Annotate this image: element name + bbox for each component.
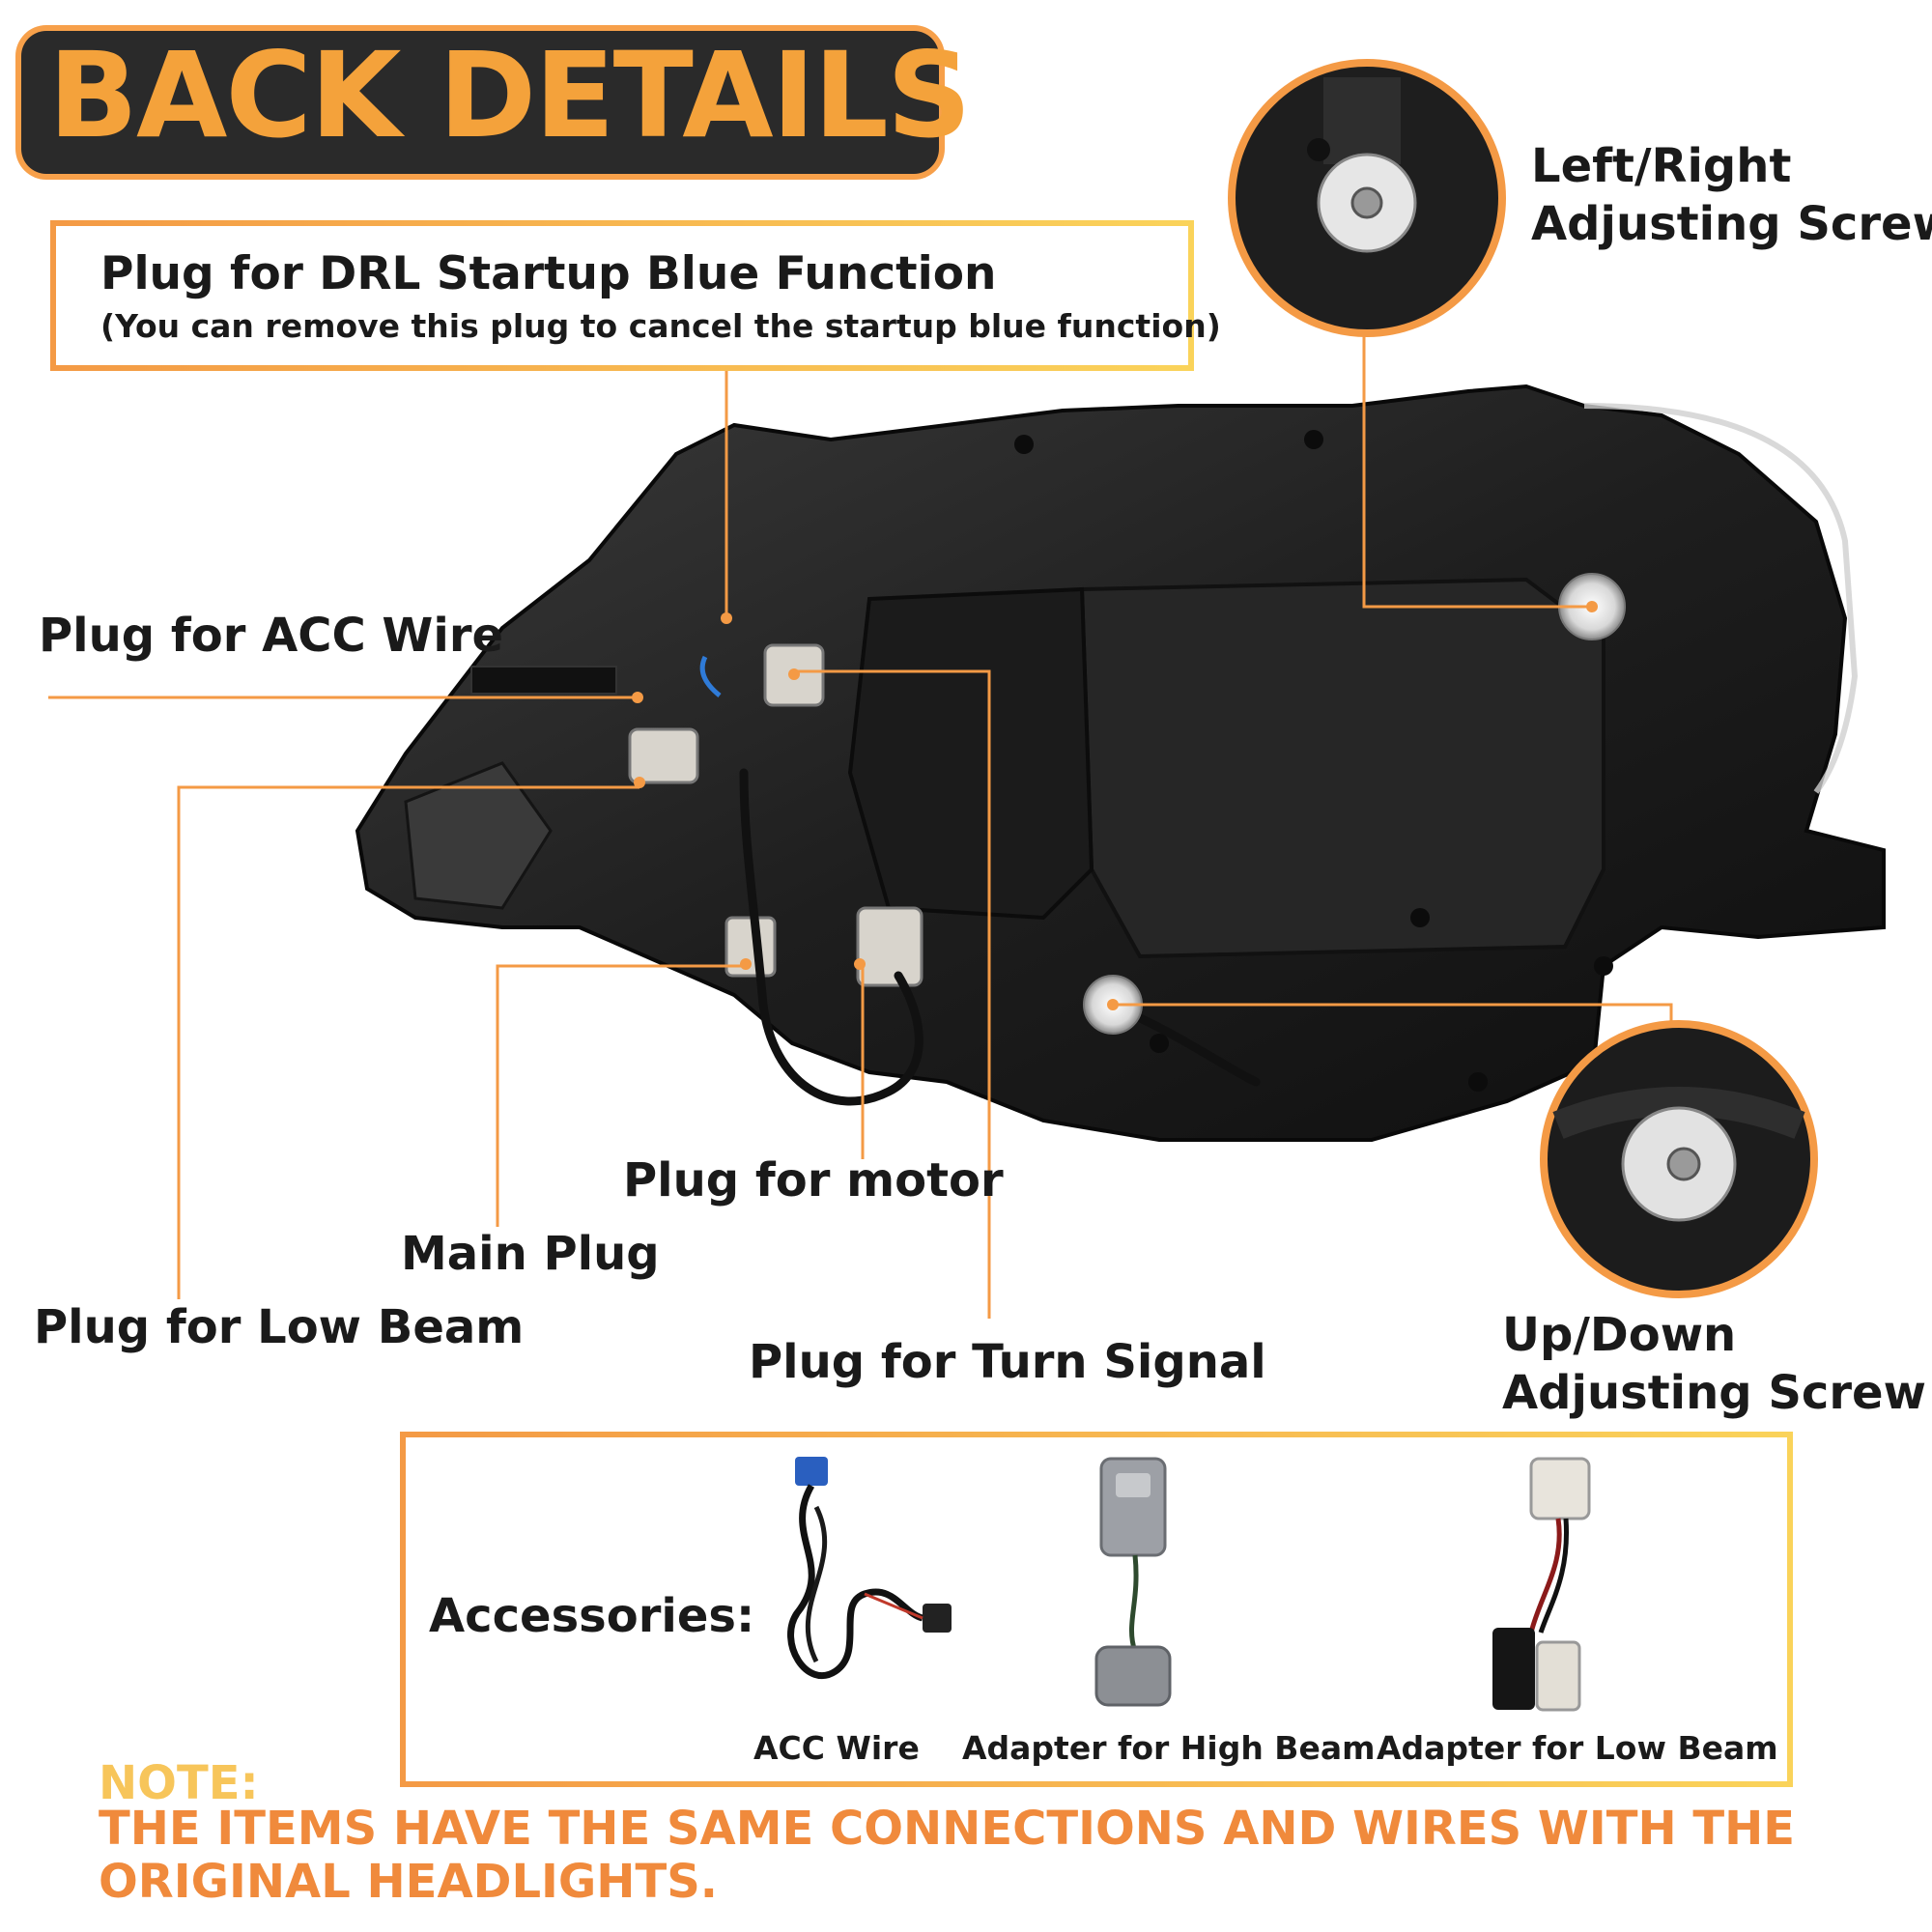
low-beam-plug-label: Plug for Low Beam: [34, 1300, 525, 1354]
up-down-screw-label: Up/Down Adjusting Screw: [1502, 1308, 1926, 1420]
drl-callout-subtitle: (You can remove this plug to cancel the …: [100, 307, 1221, 345]
low-beam-adapter-icon: [1492, 1457, 1591, 1712]
page-title: BACK DETAILS: [48, 27, 972, 164]
note-body: THE ITEMS HAVE THE SAME CONNECTIONS AND …: [99, 1802, 1796, 1910]
left-right-screw-zoom: [1228, 59, 1506, 337]
up-down-screw-zoom: [1540, 1020, 1818, 1298]
accessory-label-high-beam: Adapter for High Beam: [962, 1729, 1376, 1767]
acc-wire-plug-label: Plug for ACC Wire: [39, 609, 504, 663]
leader-lines: [48, 314, 1673, 1319]
motor-plug-label: Plug for motor: [623, 1153, 1004, 1208]
accessory-label-low-beam: Adapter for Low Beam: [1377, 1729, 1778, 1767]
title-banner: [21, 31, 939, 174]
acc-wire-harness-icon: [787, 1457, 952, 1680]
high-beam-adapter-icon: [1094, 1457, 1172, 1707]
turn-signal-plug-label: Plug for Turn Signal: [749, 1335, 1266, 1389]
drl-callout-box: [50, 220, 1194, 371]
drl-callout-title: Plug for DRL Startup Blue Function: [100, 247, 997, 300]
left-right-screw-label: Left/Right Adjusting Screw: [1531, 139, 1932, 251]
accessory-label-acc-wire: ACC Wire: [753, 1729, 920, 1767]
accessories-heading: Accessories:: [429, 1589, 755, 1643]
note-heading: NOTE:: [99, 1756, 259, 1810]
main-plug-label: Main Plug: [401, 1227, 660, 1281]
